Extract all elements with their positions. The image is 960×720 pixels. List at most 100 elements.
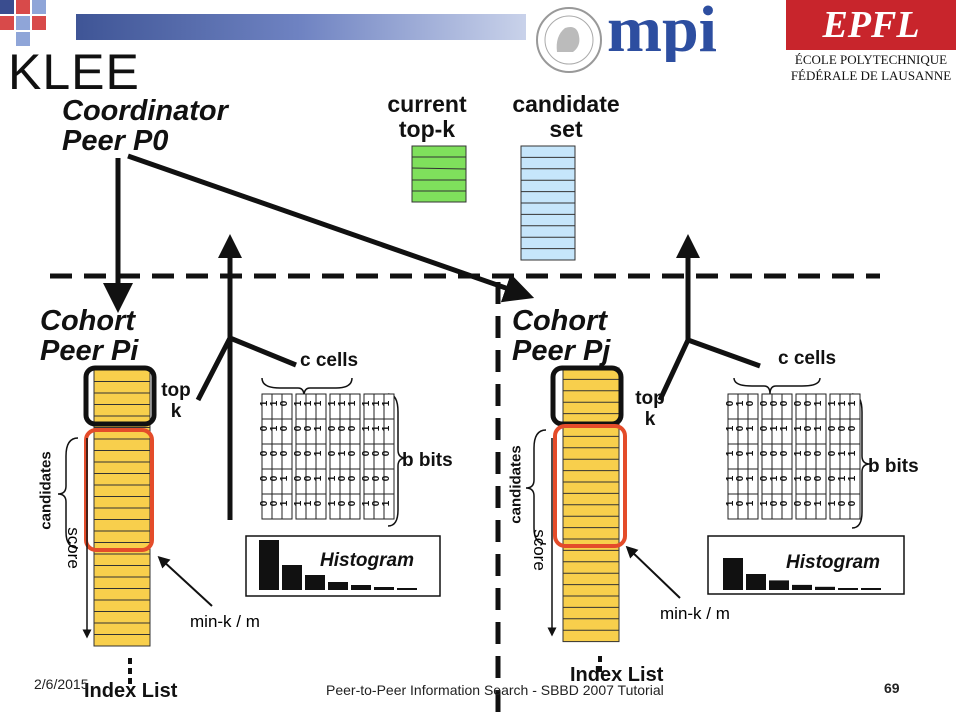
histogram-bar <box>259 540 279 590</box>
ellipsis-right <box>598 656 602 672</box>
bit-value: 1 <box>759 500 770 506</box>
bit-value: 0 <box>303 425 314 431</box>
bit-cell <box>315 493 327 520</box>
candidates-box-left <box>84 428 154 552</box>
bit-value: 1 <box>813 500 824 506</box>
bit-value: 0 <box>847 500 858 506</box>
bit-value: 1 <box>327 400 338 406</box>
bit-value: 0 <box>371 500 382 506</box>
bit-value: 0 <box>803 400 814 406</box>
bit-value: 0 <box>803 500 814 506</box>
bit-value: 0 <box>371 475 382 481</box>
bit-value: 1 <box>745 475 756 481</box>
index-list-right <box>562 367 620 643</box>
epfl-name: ÉCOLE POLYTECHNIQUE FÉDÉRALE DE LAUSANNE <box>790 52 952 83</box>
header-bar <box>76 14 526 40</box>
bit-cell <box>281 493 293 520</box>
footer-date: 2/6/2015 <box>34 676 89 692</box>
bit-value: 0 <box>337 425 348 431</box>
histogram-bar <box>815 586 835 590</box>
bit-value: 1 <box>361 400 372 406</box>
bbits-label-right: b bits <box>868 456 919 477</box>
bit-cell <box>781 493 793 520</box>
bit-cell <box>849 493 861 520</box>
current-topk-label: current top-k <box>387 91 467 142</box>
histogram-bar <box>351 585 371 590</box>
histogram-bar <box>282 565 302 590</box>
bit-value: 1 <box>293 500 304 506</box>
mink-arrow-left <box>157 555 213 607</box>
corner-decoration <box>0 0 80 58</box>
bit-value: 1 <box>303 500 314 506</box>
bit-value: 0 <box>759 425 770 431</box>
bit-value: 1 <box>745 425 756 431</box>
bit-value: 1 <box>269 425 280 431</box>
bit-value: 0 <box>793 500 804 506</box>
bit-value: 0 <box>337 475 348 481</box>
bit-value: 1 <box>371 425 382 431</box>
bit-value: 0 <box>269 475 280 481</box>
bit-value: 1 <box>327 500 338 506</box>
bit-cell <box>815 493 827 520</box>
bit-value: 0 <box>347 450 358 456</box>
histogram-bar <box>397 588 417 590</box>
topk-box-left <box>83 365 157 427</box>
cohort-pi-label: Cohort Peer Pi <box>40 305 139 367</box>
bit-value: 0 <box>303 475 314 481</box>
bit-value: 1 <box>827 500 838 506</box>
histogram-bar <box>374 587 394 590</box>
bit-value: 0 <box>827 450 838 456</box>
bit-value: 0 <box>837 425 848 431</box>
mink-label-left: min-k / m <box>190 612 260 631</box>
index-list-left <box>93 369 151 647</box>
bit-value: 1 <box>793 425 804 431</box>
bit-value: 0 <box>745 400 756 406</box>
bit-value: 0 <box>769 400 780 406</box>
bit-value: 0 <box>381 450 392 456</box>
candidates-label-left: candidates <box>37 451 55 530</box>
bit-value: 0 <box>779 475 790 481</box>
bit-value: 0 <box>779 450 790 456</box>
bit-value: 1 <box>361 425 372 431</box>
histogram-bar <box>792 584 812 590</box>
bbits-label-left: b bits <box>402 450 453 471</box>
bit-value: 1 <box>279 475 290 481</box>
bit-value: 1 <box>745 450 756 456</box>
bit-value: 1 <box>793 450 804 456</box>
bit-grid-left: 1000011000000111000110001111101001110100… <box>259 393 395 520</box>
bit-value: 0 <box>827 475 838 481</box>
bit-value: 0 <box>279 425 290 431</box>
bit-value: 1 <box>303 400 314 406</box>
ccells-brace-right <box>733 377 821 395</box>
bit-value: 0 <box>259 475 270 481</box>
bit-value: 0 <box>735 500 746 506</box>
bit-value: 1 <box>735 400 746 406</box>
bit-value: 0 <box>769 450 780 456</box>
cohort-pj-label: Cohort Peer Pj <box>512 305 611 367</box>
bit-value: 1 <box>313 450 324 456</box>
histogram-label-left: Histogram <box>320 550 414 571</box>
topk-label-right: top k <box>635 388 665 430</box>
ccells-brace-left <box>261 377 353 397</box>
histogram-bar <box>723 558 743 590</box>
bit-value: 1 <box>769 425 780 431</box>
bit-value: 0 <box>735 475 746 481</box>
footer-text: Peer-to-Peer Information Search - SBBD 2… <box>326 682 664 698</box>
bit-value: 1 <box>837 400 848 406</box>
bit-value: 1 <box>313 400 324 406</box>
bit-value: 0 <box>303 450 314 456</box>
bit-cell <box>349 493 361 520</box>
bit-value: 0 <box>827 425 838 431</box>
bit-value: 0 <box>347 475 358 481</box>
bit-value: 0 <box>327 425 338 431</box>
mink-arrow-right <box>625 545 681 599</box>
candidate-set-stack <box>520 145 576 261</box>
bit-value: 0 <box>361 450 372 456</box>
bit-value: 0 <box>269 500 280 506</box>
bit-value: 1 <box>725 500 736 506</box>
bit-value: 1 <box>837 475 848 481</box>
bit-value: 0 <box>347 425 358 431</box>
bit-value: 1 <box>847 475 858 481</box>
bit-value: 0 <box>779 400 790 406</box>
